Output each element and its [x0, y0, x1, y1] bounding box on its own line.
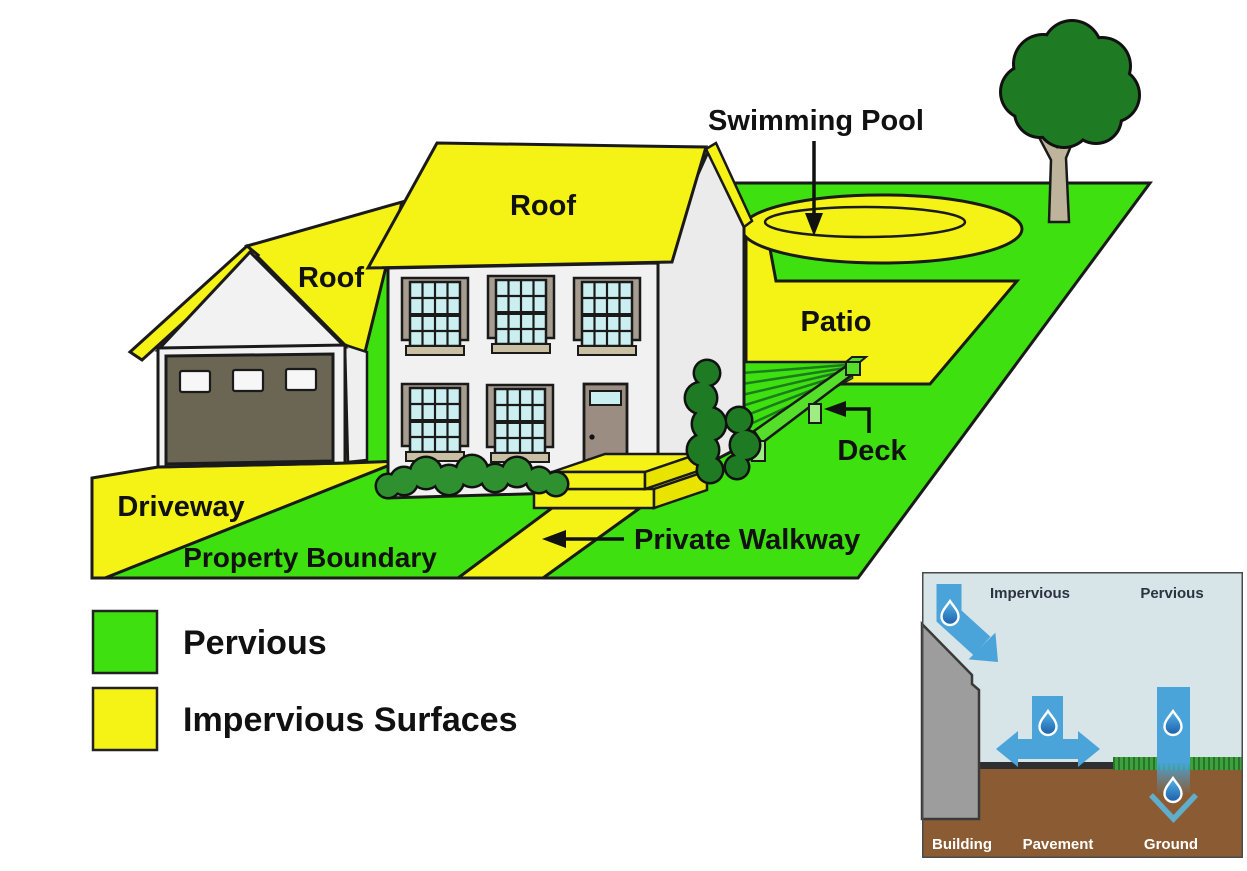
- legend: Pervious Impervious Surfaces: [91, 609, 517, 752]
- inset-border: [922, 572, 1243, 858]
- deck-leg: [808, 403, 822, 424]
- tree: [999, 19, 1141, 224]
- house-window: [572, 276, 642, 357]
- inset-ground-infiltration-arrow: [1148, 687, 1199, 824]
- inset-label-building: Building: [932, 836, 992, 853]
- garage-door-window: [178, 369, 212, 394]
- legend-swatch-pervious: [91, 609, 159, 675]
- house-front-roof: [365, 141, 708, 270]
- inset-pavement-runoff-arrow: [996, 696, 1100, 767]
- property-scene: Swimming Pool Roof Roof Patio Deck Drive…: [90, 19, 1153, 580]
- scene-annotations: Swimming Pool Roof Roof Patio Deck Drive…: [117, 105, 924, 573]
- label-deck: Deck: [837, 435, 907, 467]
- deck-arrow: [824, 401, 871, 433]
- label-private-walkway: Private Walkway: [634, 524, 860, 556]
- label-roof-garage: Roof: [298, 262, 364, 294]
- pool-inner-edge: [763, 205, 967, 239]
- garage-side-wall: [343, 343, 369, 464]
- inset-pavement: [977, 762, 1115, 769]
- side-evergreens: [683, 358, 762, 485]
- main-house: [365, 141, 754, 510]
- inset-roof-runoff-arrow: [936, 584, 998, 662]
- inset-label-pavement: Pavement: [1023, 836, 1094, 853]
- inset-cross-section: Impervious Pervious Building Pavement Gr…: [920, 572, 1243, 858]
- garage-roof-left-slope: [127, 244, 261, 362]
- tree-canopy: [999, 19, 1141, 149]
- inset-label-impervious: Impervious: [990, 585, 1070, 602]
- inset-label-ground: Ground: [1144, 836, 1198, 853]
- garage: [127, 199, 405, 469]
- deck-rail-endcap: [843, 356, 869, 376]
- infiltration-chevron: [1148, 793, 1199, 824]
- door-knob: [589, 434, 595, 440]
- garage-door-window: [231, 368, 265, 393]
- private-walkway-arrow: [542, 530, 624, 548]
- label-patio: Patio: [801, 306, 872, 338]
- swimming-pool-arrow: [805, 141, 823, 236]
- label-swimming-pool: Swimming Pool: [708, 105, 924, 137]
- label-property-boundary: Property Boundary: [183, 542, 437, 573]
- inset-labels: Impervious Pervious Building Pavement Gr…: [932, 585, 1204, 853]
- house-window: [400, 276, 470, 357]
- legend-label-pervious: Pervious: [183, 624, 327, 662]
- label-roof-main: Roof: [510, 190, 576, 222]
- front-bushes: [374, 453, 570, 500]
- legend-label-impervious: Impervious Surfaces: [183, 701, 517, 739]
- house-roof-side-band: [704, 141, 754, 229]
- label-driveway: Driveway: [117, 491, 244, 523]
- garage-door-window: [284, 367, 318, 392]
- swimming-pool: [740, 193, 1024, 265]
- house-window: [400, 382, 470, 463]
- house-window: [485, 383, 555, 464]
- door-transom-window: [589, 390, 622, 406]
- legend-swatch-impervious: [91, 686, 159, 752]
- house-window: [486, 274, 556, 355]
- inset-label-pervious: Pervious: [1140, 585, 1203, 602]
